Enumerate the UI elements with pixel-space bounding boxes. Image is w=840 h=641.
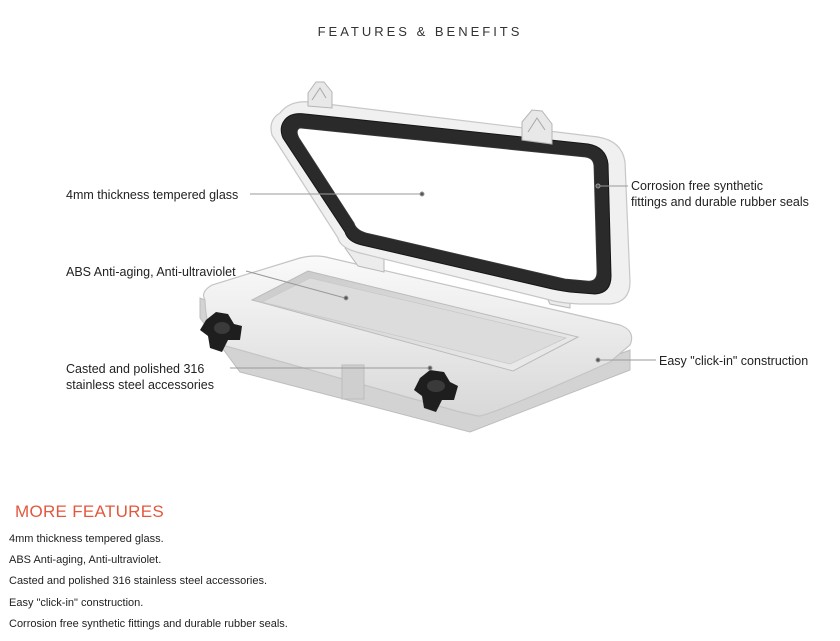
callout-corrosion-line1: Corrosion free synthetic	[631, 179, 764, 193]
more-features-title: MORE FEATURES	[15, 502, 165, 521]
list-item: Corrosion free synthetic fittings and du…	[9, 617, 288, 630]
locking-knob-left	[200, 312, 242, 352]
list-item: Casted and polished 316 stainless steel …	[9, 575, 268, 588]
callout-casted-line1: Casted and polished 316	[66, 362, 205, 376]
callout-corrosion: Corrosion free synthetic fittings and du…	[631, 178, 809, 210]
callout-casted-line2: stainless steel accessories	[66, 378, 214, 392]
callout-corrosion-line2: fittings and durable rubber seals	[631, 195, 809, 209]
callout-glass: 4mm thickness tempered glass	[66, 188, 239, 202]
more-features-list: 4mm thickness tempered glass. ABS Anti-a…	[9, 529, 288, 635]
hatch-illustration	[199, 81, 656, 433]
callout-click-in: Easy "click-in" construction	[659, 354, 809, 368]
callout-casted: Casted and polished 316 stainless steel …	[66, 361, 214, 393]
callout-abs: ABS Anti-aging, Anti-ultraviolet	[66, 265, 236, 279]
list-item: Easy "click-in" construction.	[9, 596, 144, 609]
list-item: ABS Anti-aging, Anti-ultraviolet.	[9, 554, 162, 567]
locking-knob-right	[414, 370, 458, 412]
list-item: 4mm thickness tempered glass.	[9, 533, 164, 545]
page-heading: FEATURES & BENEFITS	[317, 24, 523, 39]
